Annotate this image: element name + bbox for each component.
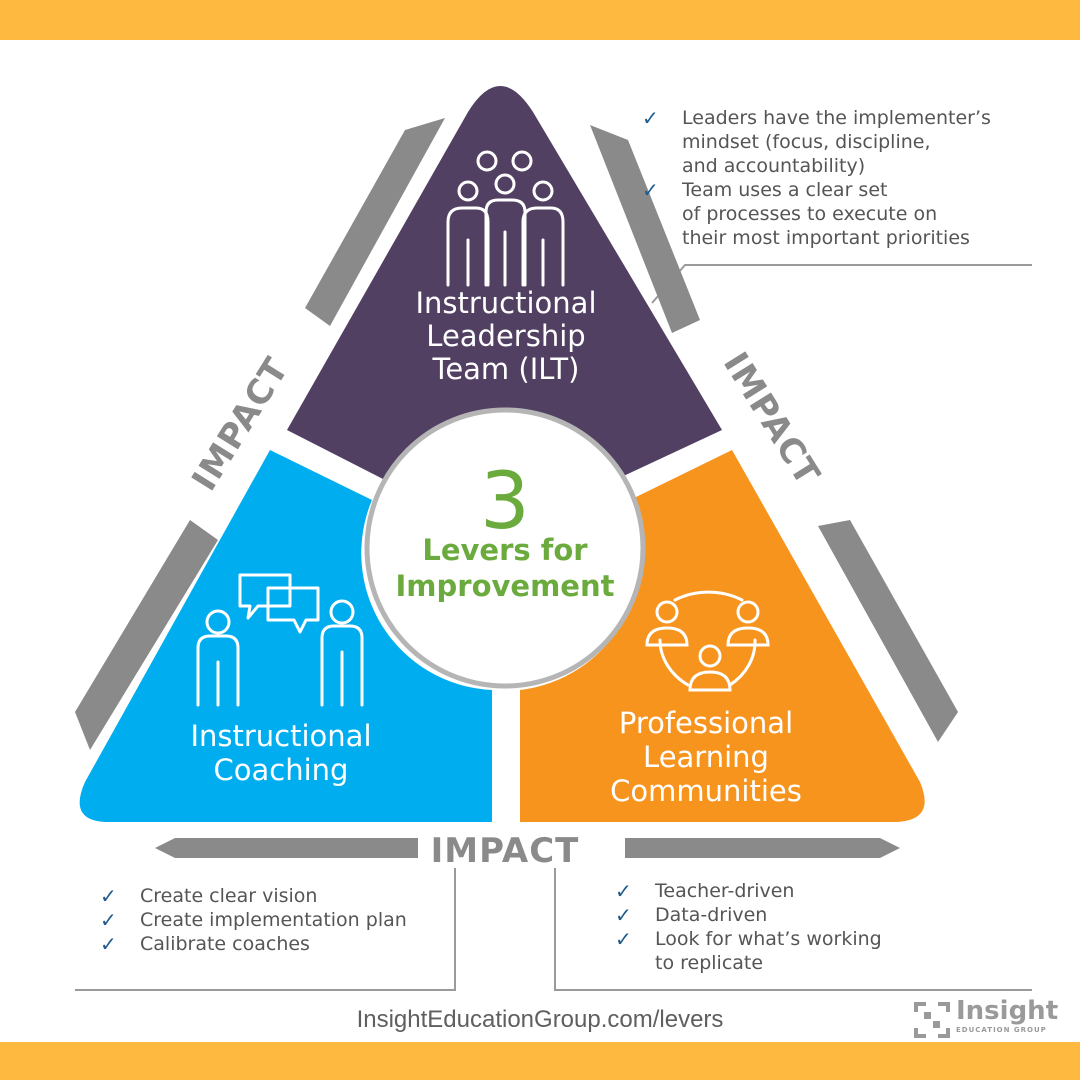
coaching-label: Instructional Coaching: [190, 719, 371, 787]
list-item: ✓ Create clear vision: [100, 884, 460, 908]
footer-url[interactable]: InsightEducationGroup.com/levers: [356, 1006, 724, 1033]
list-item: ✓ Create implementation plan: [100, 908, 460, 932]
checkmark-icon: ✓: [100, 884, 117, 908]
list-item: ✓ Calibrate coaches: [100, 932, 460, 956]
list-item-line: Create clear vision: [140, 885, 318, 907]
plc-label-line-1: Professional: [619, 706, 793, 740]
plc-label-line-3: Communities: [610, 774, 802, 808]
coaching-segment: [79, 450, 493, 822]
plc-label: Professional Learning Communities: [610, 706, 802, 808]
list-item-line: to replicate: [655, 952, 764, 974]
list-item-line: Look for what’s working: [655, 928, 882, 950]
list-item-line: Leaders have the implementer’s: [682, 107, 991, 129]
checkmark-icon: ✓: [642, 106, 659, 130]
plc-checklist: ✓ Teacher-driven ✓ Data-driven ✓ Look fo…: [615, 879, 975, 975]
left-upper-arrow: [305, 118, 445, 326]
checkmark-icon: ✓: [642, 178, 659, 202]
list-item: ✓ Data-driven: [615, 903, 975, 927]
top-banner: [0, 0, 1080, 40]
center-line-2: Improvement: [396, 569, 615, 603]
ilt-label-line-2: Leadership: [426, 319, 585, 353]
list-item: ✓ Leaders have the implementer’s mindset…: [642, 106, 1062, 178]
community-circle-icon: [645, 590, 770, 692]
right-lower-arrow: [818, 520, 958, 742]
checkmark-icon: ✓: [615, 879, 632, 903]
coaching-label-line-1: Instructional: [190, 719, 371, 753]
list-item-line: Create implementation plan: [140, 909, 407, 931]
coaching-checklist: ✓ Create clear vision ✓ Create implement…: [100, 884, 460, 956]
team-people-icon: [446, 150, 565, 287]
checkmark-icon: ✓: [100, 932, 117, 956]
list-item-line: and accountability): [682, 155, 866, 177]
list-item-line: their most important priorities: [682, 227, 970, 249]
list-item-line: Team uses a clear set: [682, 179, 888, 201]
impact-arrows: [75, 118, 958, 858]
plc-label-line-2: Learning: [643, 740, 769, 774]
ilt-connector-line: [651, 264, 1032, 304]
list-item-line: Calibrate coaches: [140, 933, 310, 955]
insight-logo-icon: [914, 1002, 950, 1038]
bottom-banner: [0, 1042, 1080, 1080]
checkmark-icon: ✓: [615, 903, 632, 927]
ilt-label-line-1: Instructional: [415, 286, 596, 320]
list-item: ✓ Look for what’s working to replicate: [615, 927, 975, 975]
list-item-line: Data-driven: [655, 904, 768, 926]
ilt-label-line-3: Team (ILT): [432, 352, 580, 386]
plc-segment: [520, 450, 925, 822]
list-item: ✓ Team uses a clear set of processes to …: [642, 178, 1062, 250]
checkmark-icon: ✓: [615, 927, 632, 951]
bottom-left-arrow: [155, 838, 418, 858]
center-line-1: Levers for: [422, 533, 588, 567]
right-upper-arrow: [590, 125, 700, 333]
insight-logo: Insight EDUCATION GROUP: [910, 996, 1060, 1040]
coaching-label-line-2: Coaching: [214, 753, 349, 787]
ilt-label: Instructional Leadership Team (ILT): [415, 286, 596, 386]
logo-wordmark: Insight: [956, 996, 1059, 1026]
list-item-line: mindset (focus, discipline,: [682, 131, 931, 153]
bottom-right-arrow: [625, 838, 900, 858]
logo-subtitle: EDUCATION GROUP: [956, 1026, 1047, 1034]
checkmark-icon: ✓: [100, 908, 117, 932]
center-number: 3: [480, 457, 530, 547]
coaching-conversation-icon: [196, 573, 364, 707]
impact-label-bottom: IMPACT: [431, 831, 580, 871]
list-item-line: of processes to execute on: [682, 203, 938, 225]
plc-connector-line: [554, 868, 1032, 991]
left-lower-arrow: [75, 520, 218, 750]
coaching-connector-line: [75, 868, 456, 991]
list-item: ✓ Teacher-driven: [615, 879, 975, 903]
list-item-line: Teacher-driven: [655, 880, 795, 902]
center-circle: [364, 407, 646, 689]
ilt-checklist: ✓ Leaders have the implementer’s mindset…: [642, 106, 1062, 250]
